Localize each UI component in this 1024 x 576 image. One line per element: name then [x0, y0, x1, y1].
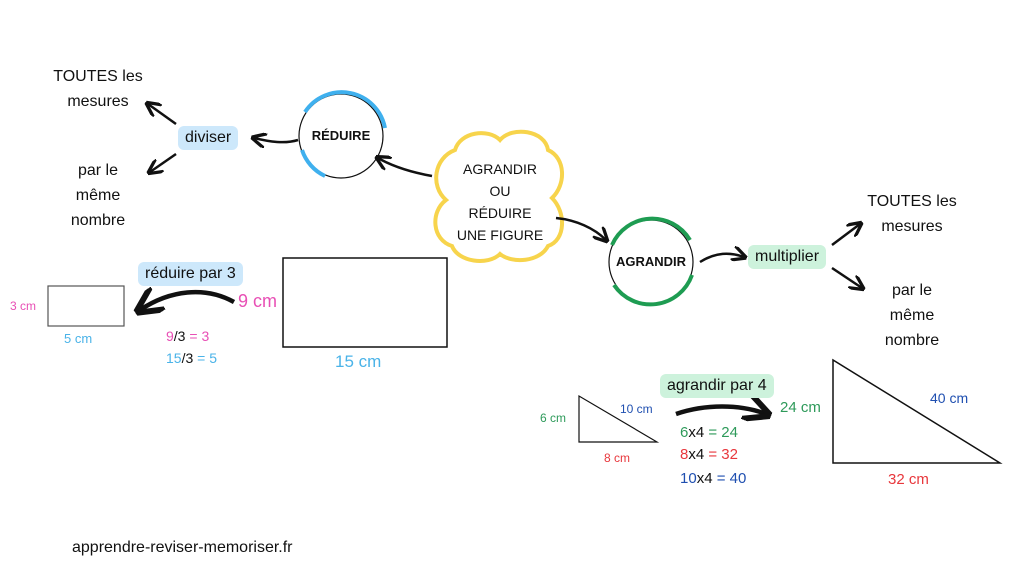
reduire-outcome-all-measures: TOUTES les mesures [38, 64, 158, 114]
reduire-circle-shape [298, 90, 387, 179]
small-rect-height-label: 3 cm [10, 299, 37, 313]
agrandir-outcome-same-number: par le même nombre [862, 278, 962, 353]
agrandir-label: AGRANDIR [615, 254, 687, 269]
footer-site-url: apprendre-reviser-memoriser.fr [72, 539, 293, 556]
calc-a1-result: = 24 [704, 424, 738, 441]
reduire-outcome-2-line-1: par le [77, 162, 119, 179]
arrow-agrandir-to-multiplier [699, 254, 744, 264]
big-tri-base-label: 32 cm [888, 471, 929, 488]
agrandir-circle-shape [608, 216, 694, 307]
calc-2-operator: /3 [181, 350, 194, 366]
reduire-par-3-badge: réduire par 3 [138, 262, 243, 286]
center-line-1: AGRANDIR [463, 161, 537, 177]
small-rect-width-label: 5 cm [64, 331, 93, 346]
arrow-multiplier-to-nombre [831, 266, 862, 288]
agrandir-calc-2: 8x4 = 32 [680, 446, 738, 463]
big-tri-hyp-label: 40 cm [930, 390, 969, 406]
arrow-center-to-reduire [378, 158, 433, 178]
reduire-outcome-2-line-2: même [75, 187, 121, 204]
calc-a2-result: = 32 [704, 446, 738, 463]
calc-1-operator: /3 [173, 328, 186, 344]
calc-a1-operand: 6 [680, 424, 689, 441]
multiplier-badge: multiplier [748, 245, 827, 269]
agrandir-par-4-badge: agrandir par 4 [660, 374, 774, 398]
agrandir-outcome-all-measures: TOUTES les mesures [852, 189, 972, 239]
arrow-diviser-to-mesures [148, 104, 177, 126]
center-line-2: OU [489, 183, 511, 199]
reduire-outcome-1-line-1: TOUTES les [53, 68, 143, 85]
arrow-diviser-to-nombre [150, 152, 177, 172]
calc-a1-operator: x4 [688, 424, 705, 441]
reduire-outcome-same-number: par le même nombre [48, 158, 148, 233]
big-rectangle [282, 257, 448, 348]
arrow-multiplier-to-mesures [831, 224, 860, 246]
center-node-text: AGRANDIR OU RÉDUIRE UNE FIGURE [446, 158, 554, 246]
reduire-calc-2: 15/3 = 5 [166, 350, 217, 366]
small-rectangle [47, 285, 125, 327]
big-rect-width-label: 15 cm [335, 352, 382, 371]
calc-a3-operator: x4 [696, 470, 713, 487]
calc-1-result: = 3 [185, 328, 210, 344]
center-cloud-shape [433, 129, 565, 263]
reduire-outcome-2-line-3: nombre [70, 212, 126, 229]
reduire-calc-1: 9/3 = 3 [166, 328, 209, 344]
center-line-3: RÉDUIRE [468, 205, 532, 221]
arrow-reduire-to-diviser [254, 138, 299, 142]
agrandir-calc-1: 6x4 = 24 [680, 424, 738, 441]
agrandir-calc-3: 10x4 = 40 [680, 470, 746, 487]
big-triangle [832, 358, 1003, 464]
agrandir-outcome-2-line-1: par le [891, 282, 933, 299]
calc-2-result: = 5 [193, 350, 218, 366]
agrandir-outcome-1-line-1: TOUTES les [867, 193, 957, 210]
arrow-center-to-agrandir [555, 216, 606, 240]
calc-a3-operand: 10 [680, 470, 697, 487]
calc-2-operand: 15 [166, 350, 182, 366]
arrow-reduction-example [140, 292, 236, 310]
center-line-4: UNE FIGURE [456, 227, 544, 243]
arrow-enlargement-example [675, 407, 766, 415]
calc-a2-operand: 8 [680, 446, 689, 463]
agrandir-outcome-1-line-2: mesures [881, 218, 943, 235]
big-tri-height-label: 24 cm [780, 399, 821, 416]
calc-a3-result: = 40 [712, 470, 747, 487]
small-triangle [578, 394, 660, 443]
small-tri-base-label: 8 cm [604, 451, 631, 465]
big-rect-height-label: 9 cm [238, 291, 278, 311]
small-tri-hyp-label: 10 cm [620, 402, 653, 416]
reduire-outcome-1-line-2: mesures [67, 93, 129, 110]
calc-1-operand: 9 [166, 328, 174, 344]
agrandir-outcome-2-line-3: nombre [884, 332, 940, 349]
calc-a2-operator: x4 [688, 446, 705, 463]
diviser-badge: diviser [178, 126, 239, 150]
reduire-label: RÉDUIRE [311, 128, 371, 143]
agrandir-outcome-2-line-2: même [889, 307, 935, 324]
small-tri-height-label: 6 cm [540, 411, 567, 425]
